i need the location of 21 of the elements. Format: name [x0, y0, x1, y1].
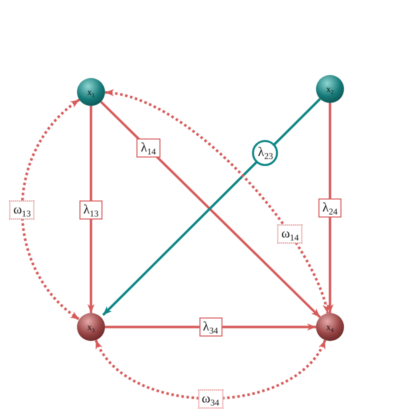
- edge-label: λ$_{13}$: [79, 200, 103, 219]
- sphere-node: [316, 75, 344, 103]
- sphere-node: [316, 313, 344, 341]
- edge-label: λ$_{34}$: [198, 318, 222, 336]
- edge-label: λ$_{23}$: [252, 140, 278, 166]
- edge-label: λ$_{24}$: [318, 198, 342, 218]
- dotted-curved-double-headed-arrow: [94, 339, 326, 400]
- arrow-down: [87, 106, 95, 313]
- sphere-node: [77, 313, 105, 341]
- node-label: x$_{1}$: [87, 88, 95, 96]
- node-label: x$_{2}$: [326, 84, 334, 94]
- arrow-right: [105, 323, 316, 331]
- edge-label: λ$_{14}$: [136, 138, 160, 158]
- node-label: x$_{3}$: [87, 322, 95, 332]
- edge-label: ω$_{14}$: [277, 224, 303, 244]
- sphere-node: [77, 78, 105, 106]
- node-label: x$_{4}$: [326, 322, 334, 332]
- edge-label: ω$_{34}$: [198, 389, 224, 408]
- arrow-down: [326, 103, 334, 313]
- dotted-curved-double-headed-arrow: [20, 98, 80, 320]
- edge-label: ω$_{13}$: [9, 200, 35, 220]
